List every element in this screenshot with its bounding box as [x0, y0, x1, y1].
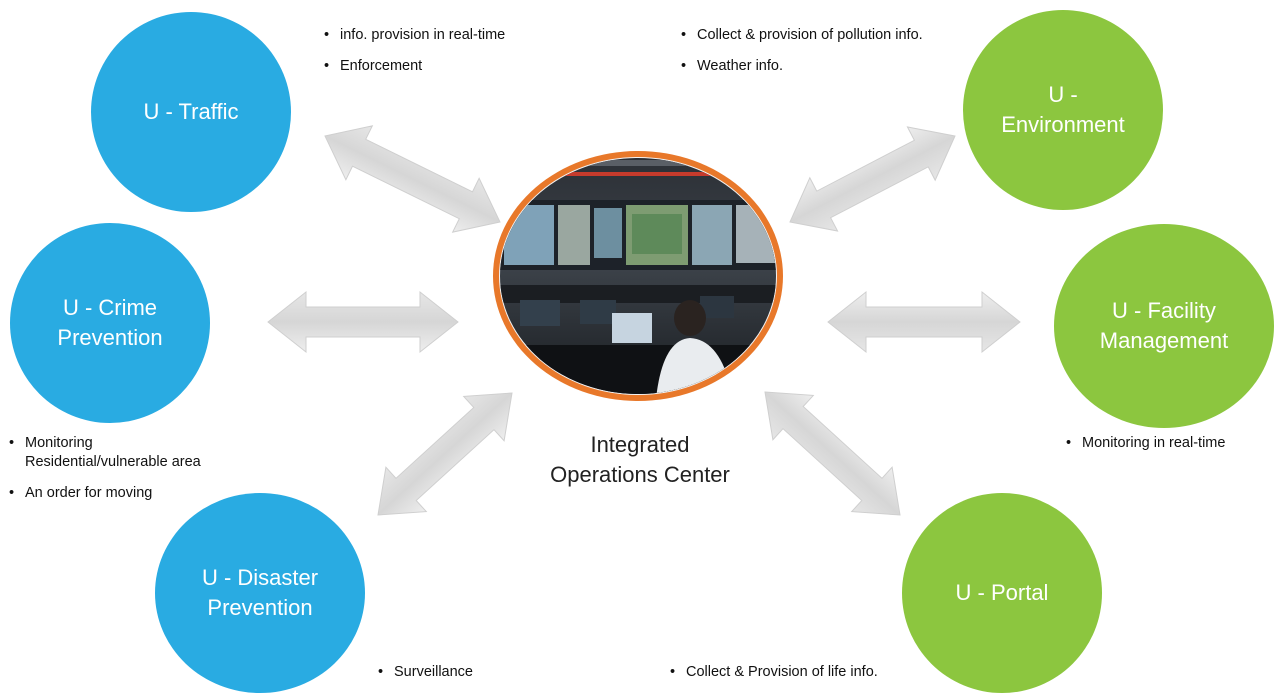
- notes-traffic: info. provision in real-time Enforcement: [318, 26, 505, 88]
- notes-portal: Collect & Provision of life info.: [664, 663, 878, 694]
- notes-environment: Collect & provision of pollution info. W…: [675, 26, 923, 88]
- node-label: U - Crime Prevention: [57, 295, 163, 350]
- arrow-hub-environment: [789, 126, 956, 232]
- node-label: U - Portal: [955, 580, 1049, 605]
- arrow-hub-facility: [827, 290, 1021, 354]
- note-item: Weather info.: [675, 57, 923, 76]
- node-u-crime-prevention: U - Crime Prevention: [10, 223, 210, 423]
- node-label: U - Environment: [1001, 82, 1125, 137]
- arrow-hub-traffic: [324, 125, 501, 233]
- notes-disaster: Surveillance: [372, 663, 473, 694]
- node-label: U - Disaster Prevention: [201, 565, 319, 620]
- note-item: An order for moving: [3, 484, 201, 503]
- arrow-hub-crime: [267, 290, 459, 354]
- note-item: info. provision in real-time: [318, 26, 505, 45]
- notes-facility: Monitoring in real-time: [1060, 434, 1225, 465]
- note-item: Collect & provision of pollution info.: [675, 26, 923, 45]
- node-u-portal: U - Portal: [902, 493, 1102, 693]
- note-item: Monitoring in real-time: [1060, 434, 1225, 453]
- notes-crime: Monitoring Residential/vulnerable area A…: [3, 434, 201, 515]
- note-item: Collect & Provision of life info.: [664, 663, 878, 682]
- node-u-disaster-prevention: U - Disaster Prevention: [155, 493, 365, 693]
- node-u-environment: U - Environment: [963, 10, 1163, 210]
- control-room-image: [500, 158, 776, 394]
- note-item: Enforcement: [318, 57, 505, 76]
- note-item: Surveillance: [372, 663, 473, 682]
- node-u-traffic: U - Traffic: [91, 12, 291, 212]
- arrow-hub-portal: [764, 391, 901, 516]
- node-label: U - Traffic: [143, 99, 239, 124]
- arrow-hub-disaster: [377, 392, 513, 516]
- node-u-facility-management: U - Facility Management: [1054, 224, 1274, 428]
- hub-label: Integrated Operations Center: [550, 432, 730, 487]
- note-item: Monitoring Residential/vulnerable area: [3, 434, 201, 472]
- node-label: U - Facility Management: [1099, 298, 1229, 353]
